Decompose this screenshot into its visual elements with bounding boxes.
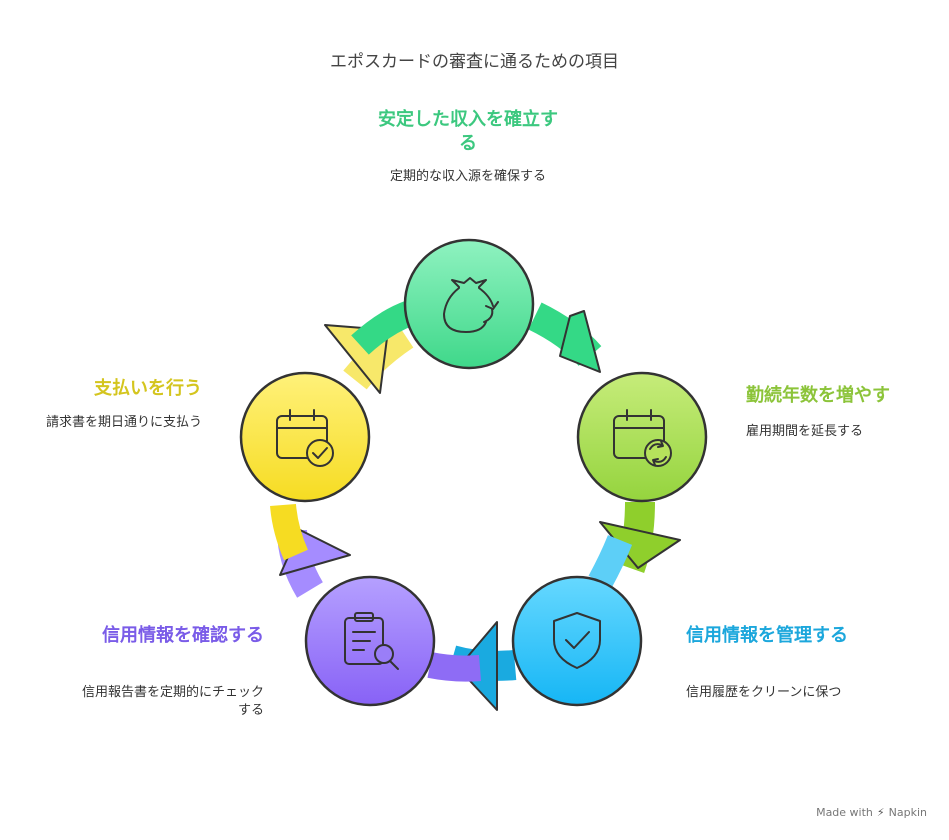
calendar-refresh-icon — [613, 409, 672, 467]
clipboard-search-icon — [344, 612, 399, 670]
step-circle-payment — [239, 371, 371, 503]
arrow-income-to-employment — [528, 302, 602, 373]
page-title: エポスカードの審査に通るための項目 — [330, 52, 619, 72]
step-description-income: 定期的な収入源を確保する — [389, 169, 546, 184]
footer-attribution[interactable]: Made with ⚡ Napkin — [816, 806, 927, 819]
ring-segment-purple — [427, 652, 482, 682]
napkin-logo-icon: ⚡ — [876, 806, 885, 819]
step-description-credit-manage: 信用履歴をクリーンに保つ — [686, 685, 842, 700]
step-circle-employment — [576, 371, 708, 503]
step-title-credit-manage: 信用情報を管理する — [686, 625, 848, 646]
step-description-employment: 雇用期間を延長する — [746, 424, 864, 439]
shield-check-icon — [553, 612, 601, 669]
made-with-label: Made with — [816, 806, 873, 819]
step-circle-credit-check — [304, 575, 436, 707]
step-circle-income — [403, 238, 535, 370]
step-description-payment: 請求書を期日通りに支払う — [45, 415, 202, 430]
ring-segment-yellow — [270, 503, 308, 561]
step-title-income: 安定した収入を確立する — [378, 109, 558, 154]
calendar-check-icon — [276, 409, 334, 467]
step-title-payment: 支払いを行う — [94, 378, 202, 399]
ring-segment-blue — [588, 535, 633, 589]
step-title-employment: 勤続年数を増やす — [746, 385, 890, 406]
step-title-credit-check: 信用情報を確認する — [102, 625, 264, 646]
step-description-credit-check: 信用報告書を定期的にチェックする — [81, 685, 264, 718]
napkin-brand: Napkin — [888, 806, 927, 819]
money-bag-icon — [443, 277, 499, 333]
step-circle-credit-manage — [511, 575, 643, 707]
